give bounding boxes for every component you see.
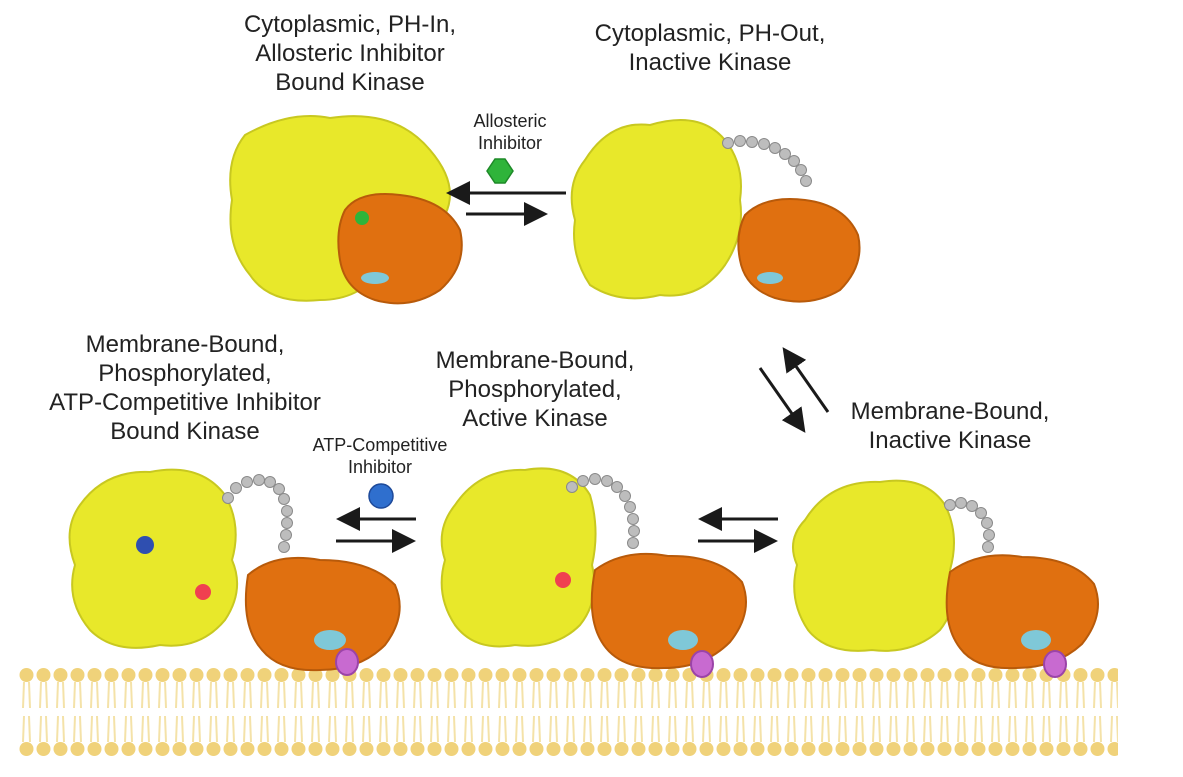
linker-chain [944,497,995,553]
circle-icon [368,483,394,509]
linker-chain [222,474,293,553]
protein-mem-active [440,467,747,678]
kinase-domain [68,468,239,649]
arrow-up-diag [782,347,830,413]
lipid-marker [690,650,714,678]
membrane-bilayer [18,668,1118,756]
arrow-down-diag [758,367,806,433]
label-cyto-ph-out: Cytoplasmic, PH-Out,Inactive Kinase [594,20,826,76]
kinase-domain [791,479,955,652]
kinase-domain [440,467,597,648]
linker-chain [566,473,640,549]
label-mem-atp-bound: Membrane-Bound,Phosphorylated,ATP-Compet… [49,331,321,445]
label-mem-inactive: Membrane-Bound,Inactive Kinase [850,398,1050,454]
protein-cyto-ph-out [570,119,861,303]
ph-domain [337,193,463,305]
ph-domain [945,554,1099,670]
ph-domain [590,552,747,670]
label-mem-active: Membrane-Bound,Phosphorylated,Active Kin… [435,347,635,432]
protein-cyto-ph-in [229,115,463,305]
lipid-marker [1043,650,1067,678]
hexagon-icon [486,158,514,184]
lipid-marker [335,648,359,676]
linker-chain [722,135,812,187]
kinase-domain [570,119,742,300]
ph-domain [244,556,401,672]
ph-domain [737,198,861,303]
bound-allosteric-inhibitor [355,211,369,225]
protein-mem-inactive [791,479,1099,678]
phospho-site [555,572,571,588]
bound-atp-inhibitor [136,536,154,554]
protein-mem-atp-bound [68,468,401,676]
phospho-site [195,584,211,600]
